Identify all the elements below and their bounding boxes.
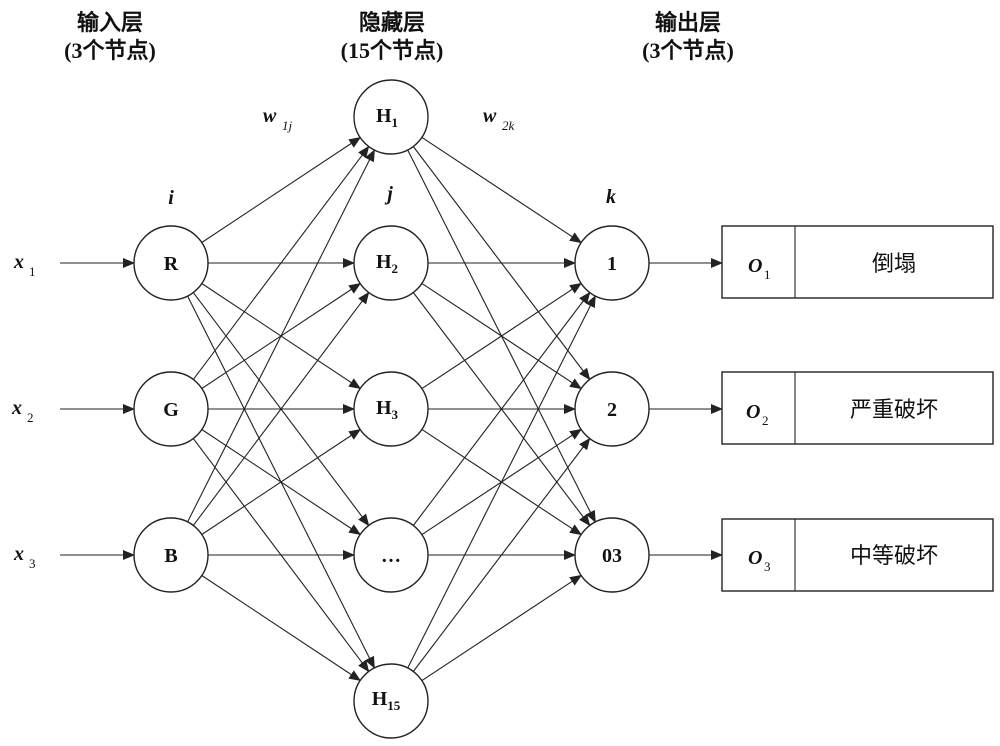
input-layer-title: 输入层 — [77, 10, 143, 36]
hidden-node-h15: H15 — [353, 663, 429, 739]
edge-hidden-0-output-0 — [421, 136, 582, 244]
hidden-layer-title: 隐藏层 — [359, 11, 425, 36]
edge-input-2-hidden-0 — [187, 149, 375, 523]
svg-text:3: 3 — [29, 556, 36, 571]
svg-text:H15: H15 — [372, 688, 401, 713]
svg-text:x: x — [13, 543, 24, 565]
input-node-b: B — [133, 517, 209, 593]
weight-label-w2k: w 2k — [483, 105, 515, 133]
svg-text:x: x — [13, 251, 24, 273]
input-node-r: R — [133, 225, 209, 301]
svg-text:O: O — [746, 401, 760, 423]
svg-text:1j: 1j — [282, 118, 293, 133]
class-label-moderate-damage: 中等破坏 — [850, 544, 938, 569]
svg-text:1: 1 — [607, 253, 617, 275]
svg-text:w: w — [483, 105, 497, 127]
svg-text:H1: H1 — [376, 105, 398, 130]
edge-hidden-4-output-0 — [407, 295, 596, 669]
edge-hidden-4-output-2 — [421, 574, 582, 682]
output-arrows — [649, 258, 723, 560]
hidden-index-label: j — [384, 183, 393, 205]
svg-text:2: 2 — [762, 413, 769, 428]
edge-hidden-4-output-1 — [412, 437, 591, 672]
svg-text:1: 1 — [764, 267, 771, 282]
output-index-label: k — [606, 186, 616, 208]
hidden-node-ellipsis: … — [353, 517, 429, 593]
output-node-1: 1 — [574, 225, 650, 301]
hidden-node-h3: H3 — [353, 371, 429, 447]
class-label-severe-damage: 严重破坏 — [850, 398, 938, 423]
edge-input-2-hidden-4 — [201, 575, 362, 682]
input-index-label: i — [168, 187, 174, 209]
edge-input-2-hidden-2 — [201, 428, 362, 535]
svg-text:G: G — [163, 399, 179, 421]
edge-hidden-3-output-0 — [412, 291, 591, 526]
svg-text:…: … — [381, 545, 401, 567]
input-variable-x1: x 1 — [13, 251, 36, 279]
svg-text:H2: H2 — [376, 251, 398, 276]
svg-text:O: O — [748, 547, 762, 569]
edge-input-0-hidden-0 — [201, 136, 362, 243]
edge-input-1-hidden-0 — [192, 145, 370, 380]
svg-text:2: 2 — [607, 399, 617, 421]
svg-text:x: x — [11, 397, 22, 419]
hidden-node-h1: H1 — [353, 79, 429, 155]
svg-text:H3: H3 — [376, 397, 399, 422]
input-node-g: G — [133, 371, 209, 447]
input-arrows — [60, 258, 135, 560]
output-box-3: O 3 中等破坏 — [721, 518, 994, 592]
svg-text:3: 3 — [764, 559, 771, 574]
svg-text:B: B — [164, 545, 177, 567]
output-node-03: 03 — [574, 517, 650, 593]
input-layer-count: (3个节点) — [64, 38, 156, 63]
input-variable-x2: x 2 — [11, 397, 34, 425]
svg-text:O: O — [748, 255, 762, 277]
svg-text:w: w — [263, 105, 277, 127]
connection-edges — [187, 136, 596, 682]
edge-hidden-2-output-0 — [421, 282, 582, 390]
input-variable-x3: x 3 — [13, 543, 36, 571]
hidden-layer-count: (15个节点) — [341, 38, 444, 63]
output-box-1: O 1 倒塌 — [721, 225, 994, 299]
svg-text:R: R — [164, 253, 179, 275]
hidden-node-h2: H2 — [353, 225, 429, 301]
svg-text:03: 03 — [602, 545, 622, 567]
output-layer-count: (3个节点) — [642, 38, 734, 63]
weight-label-w1j: w 1j — [263, 105, 293, 133]
edge-input-2-hidden-1 — [192, 291, 370, 526]
output-node-2: 2 — [574, 371, 650, 447]
svg-text:2: 2 — [27, 410, 34, 425]
output-box-2: O 2 严重破坏 — [721, 371, 994, 445]
svg-text:1: 1 — [29, 264, 36, 279]
output-layer-title: 输出层 — [655, 10, 721, 36]
class-label-collapse: 倒塌 — [872, 252, 916, 277]
svg-text:2k: 2k — [502, 118, 515, 133]
